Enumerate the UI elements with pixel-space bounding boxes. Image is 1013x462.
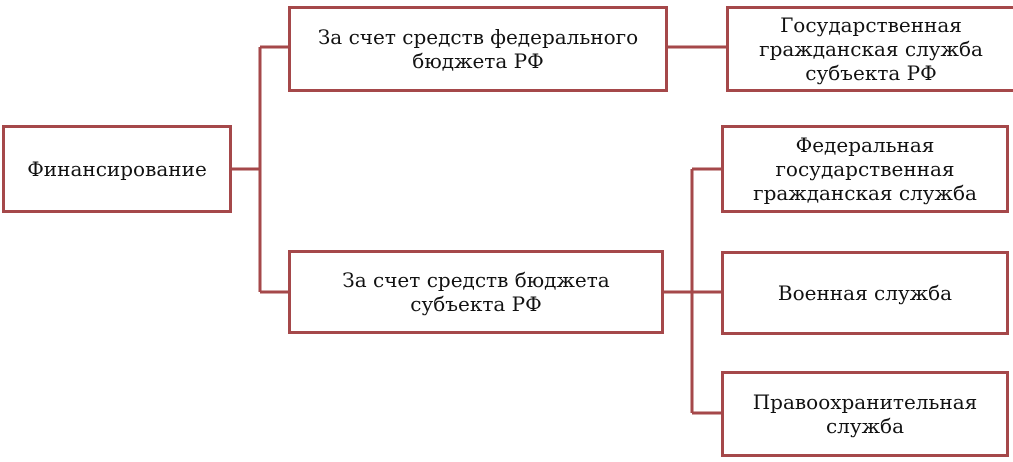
node-federal-budget-label: За счет средств федерального бюджета РФ xyxy=(317,25,639,73)
node-law-enforcement-service: Правоохранительная служба xyxy=(721,371,1009,457)
node-financing: Финансирование xyxy=(2,125,232,213)
node-state-civil-service-subject-label: Государственная гражданская служба субъе… xyxy=(759,13,983,85)
node-federal-state-civil-service-label: Федеральная государственная гражданская … xyxy=(753,133,977,205)
node-state-civil-service-subject: Государственная гражданская служба субъе… xyxy=(726,6,1013,92)
node-federal-budget: За счет средств федерального бюджета РФ xyxy=(288,6,668,92)
node-subject-budget-label: За счет средств бюджета субъекта РФ xyxy=(342,268,610,316)
node-subject-budget: За счет средств бюджета субъекта РФ xyxy=(288,250,664,334)
node-financing-label: Финансирование xyxy=(27,157,207,181)
node-military-service-label: Военная служба xyxy=(777,281,953,305)
node-law-enforcement-service-label: Правоохранительная служба xyxy=(752,390,978,438)
node-federal-state-civil-service: Федеральная государственная гражданская … xyxy=(721,125,1009,213)
node-military-service: Военная служба xyxy=(721,251,1009,335)
